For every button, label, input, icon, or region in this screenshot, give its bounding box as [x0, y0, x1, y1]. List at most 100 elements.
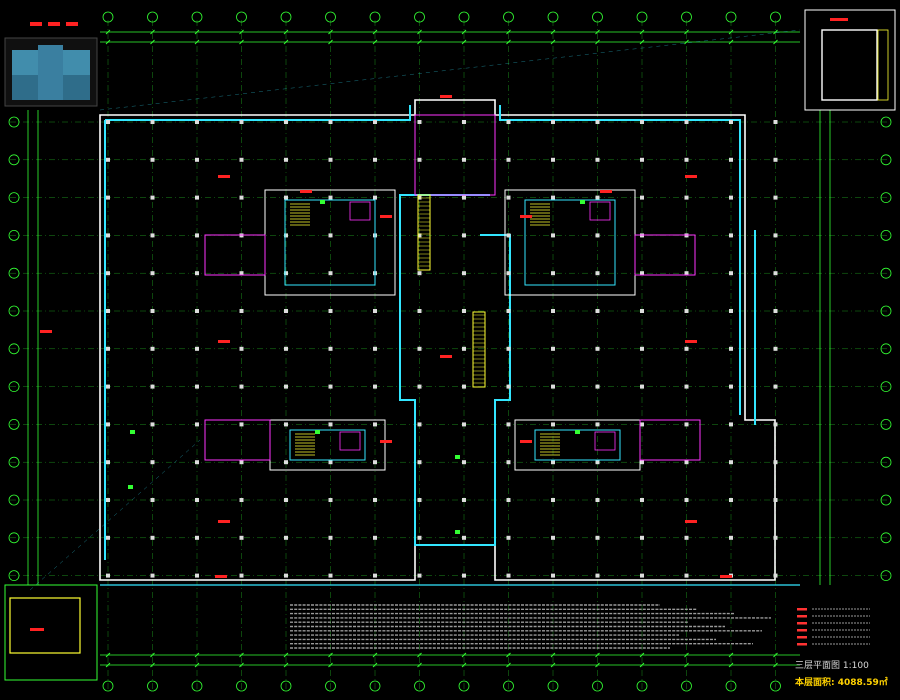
column [462, 195, 466, 200]
dim-tick [595, 29, 600, 35]
column [106, 346, 110, 351]
column [640, 573, 644, 578]
column [284, 384, 288, 389]
area-label: 本层面积: [795, 678, 835, 688]
elevator-shaft [339, 431, 361, 451]
dim-tick [239, 652, 244, 658]
dim-tick [550, 652, 556, 658]
column [239, 384, 244, 389]
inset-stair [877, 29, 889, 101]
column [773, 535, 778, 540]
dim-tick [550, 39, 556, 45]
column [551, 573, 555, 578]
column [328, 120, 333, 124]
room-tag [218, 520, 230, 523]
dim-tick [328, 652, 333, 658]
column [640, 535, 644, 540]
dim-tick [639, 29, 645, 35]
column [595, 498, 600, 502]
dim-tick [417, 29, 422, 35]
column [150, 309, 155, 313]
column [373, 460, 377, 465]
column [684, 271, 689, 276]
service-room [639, 419, 701, 461]
column [195, 195, 199, 200]
column [284, 309, 288, 313]
structural-columns [106, 120, 778, 578]
column [684, 573, 689, 578]
dim-tick [194, 662, 200, 668]
service-room [204, 234, 266, 276]
fixture-marker [320, 200, 325, 204]
column [595, 120, 600, 124]
column [150, 535, 155, 540]
dim-tick [417, 652, 422, 658]
dim-tick [506, 662, 511, 668]
column [195, 573, 199, 578]
axis-bubble-right [880, 192, 892, 204]
service-room [204, 419, 271, 461]
column [462, 309, 466, 313]
column [195, 120, 199, 124]
room-tag [685, 520, 697, 523]
dim-tick [684, 662, 689, 668]
fixture-marker [455, 530, 460, 534]
column [417, 460, 422, 465]
column [373, 535, 377, 540]
column [284, 346, 288, 351]
column [106, 309, 110, 313]
key-plan-tag [48, 22, 60, 26]
column [150, 498, 155, 502]
dim-tick [105, 29, 111, 35]
room-tag [215, 575, 227, 578]
dim-tick [773, 29, 778, 35]
column [328, 460, 333, 465]
column [328, 195, 333, 200]
room-tag [380, 440, 392, 443]
service-room [634, 234, 696, 276]
column [729, 460, 733, 465]
axis-bubble-top [414, 11, 425, 23]
core-wall [284, 199, 376, 286]
dim-tick [328, 39, 333, 45]
dim-tick [639, 662, 645, 668]
key-plan-thumbnail [4, 22, 98, 107]
general-notes [290, 604, 771, 649]
room-tag [520, 215, 532, 218]
column [373, 157, 377, 162]
inset-tag [830, 18, 848, 21]
column [551, 460, 555, 465]
axis-bubble-bottom [547, 680, 559, 692]
core-blocks [204, 189, 701, 471]
column [373, 422, 377, 427]
column [106, 120, 110, 124]
column [773, 422, 778, 427]
column [417, 195, 422, 200]
column [506, 346, 511, 351]
column [551, 120, 555, 124]
column [328, 309, 333, 313]
dim-tick [239, 662, 244, 668]
dimension-lines [27, 29, 831, 668]
dim-tick [461, 652, 467, 658]
column [640, 498, 644, 502]
column [284, 535, 288, 540]
drawing-title: 三层平面图 [795, 661, 841, 671]
dim-tick [773, 662, 778, 668]
dim-tick [194, 39, 200, 45]
column [284, 157, 288, 162]
key-plan-tag [30, 22, 42, 26]
column [462, 271, 466, 276]
axis-bubble-right [880, 343, 892, 355]
room-tag [440, 95, 452, 98]
dim-tick [283, 39, 289, 45]
column [239, 120, 244, 124]
legend-swatch [797, 622, 807, 625]
room-tag [218, 340, 230, 343]
detail-inset-top-right [804, 9, 896, 111]
column [417, 346, 422, 351]
column [417, 498, 422, 502]
axis-bubble-left [8, 494, 20, 506]
column [284, 460, 288, 465]
inset-frame [804, 9, 896, 111]
